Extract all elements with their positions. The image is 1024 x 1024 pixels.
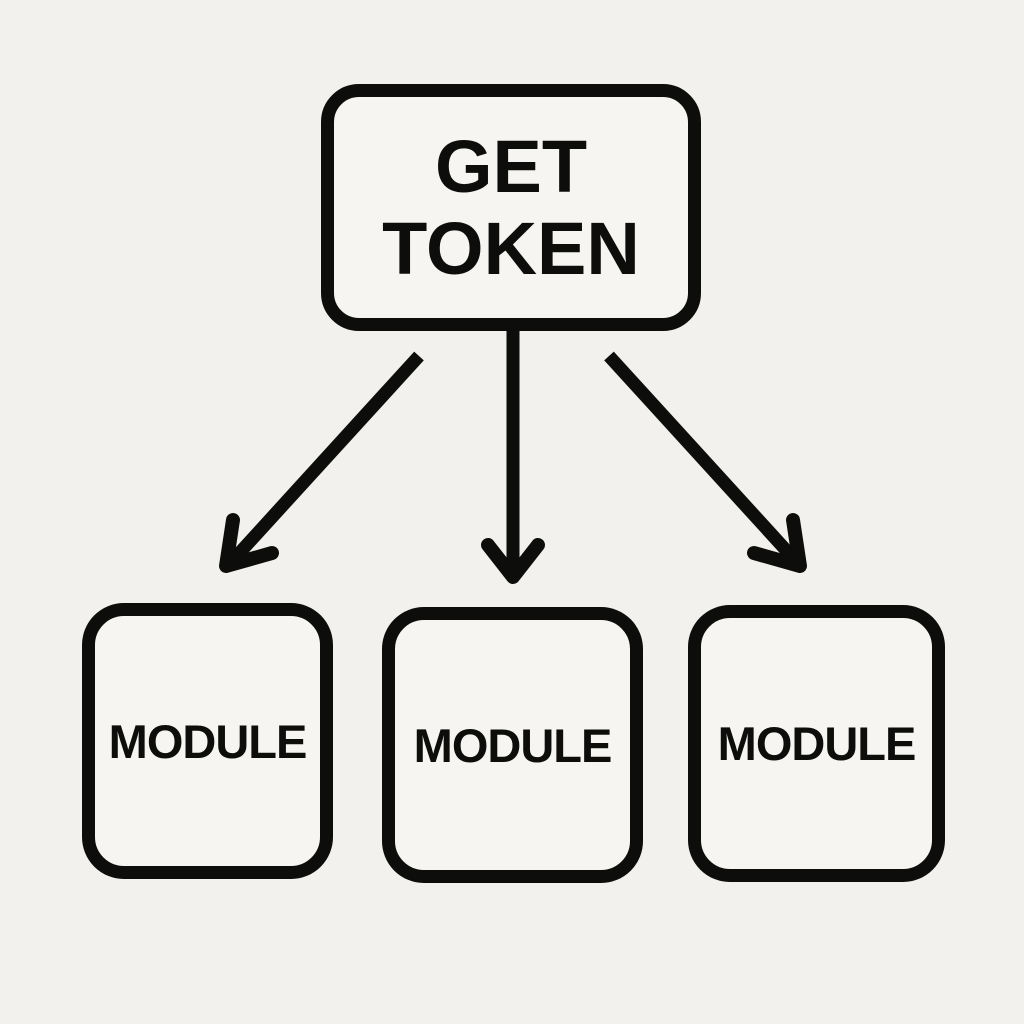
node-module-2-label: MODULE [413, 718, 613, 772]
node-module-3-label: MODULE [717, 717, 917, 770]
node-module-2: MODULE [382, 607, 643, 883]
node-module-1: MODULE [82, 603, 333, 879]
edge-arrow-down-left-icon [219, 351, 424, 573]
node-module-1-label: MODULE [108, 714, 308, 768]
node-get-token: GET TOKEN [321, 84, 701, 331]
node-module-3: MODULE [688, 605, 945, 882]
node-get-token-label: GET TOKEN [382, 125, 640, 290]
edge-arrow-down-right-icon [604, 351, 807, 573]
edge-arrow-down-icon [481, 331, 545, 584]
